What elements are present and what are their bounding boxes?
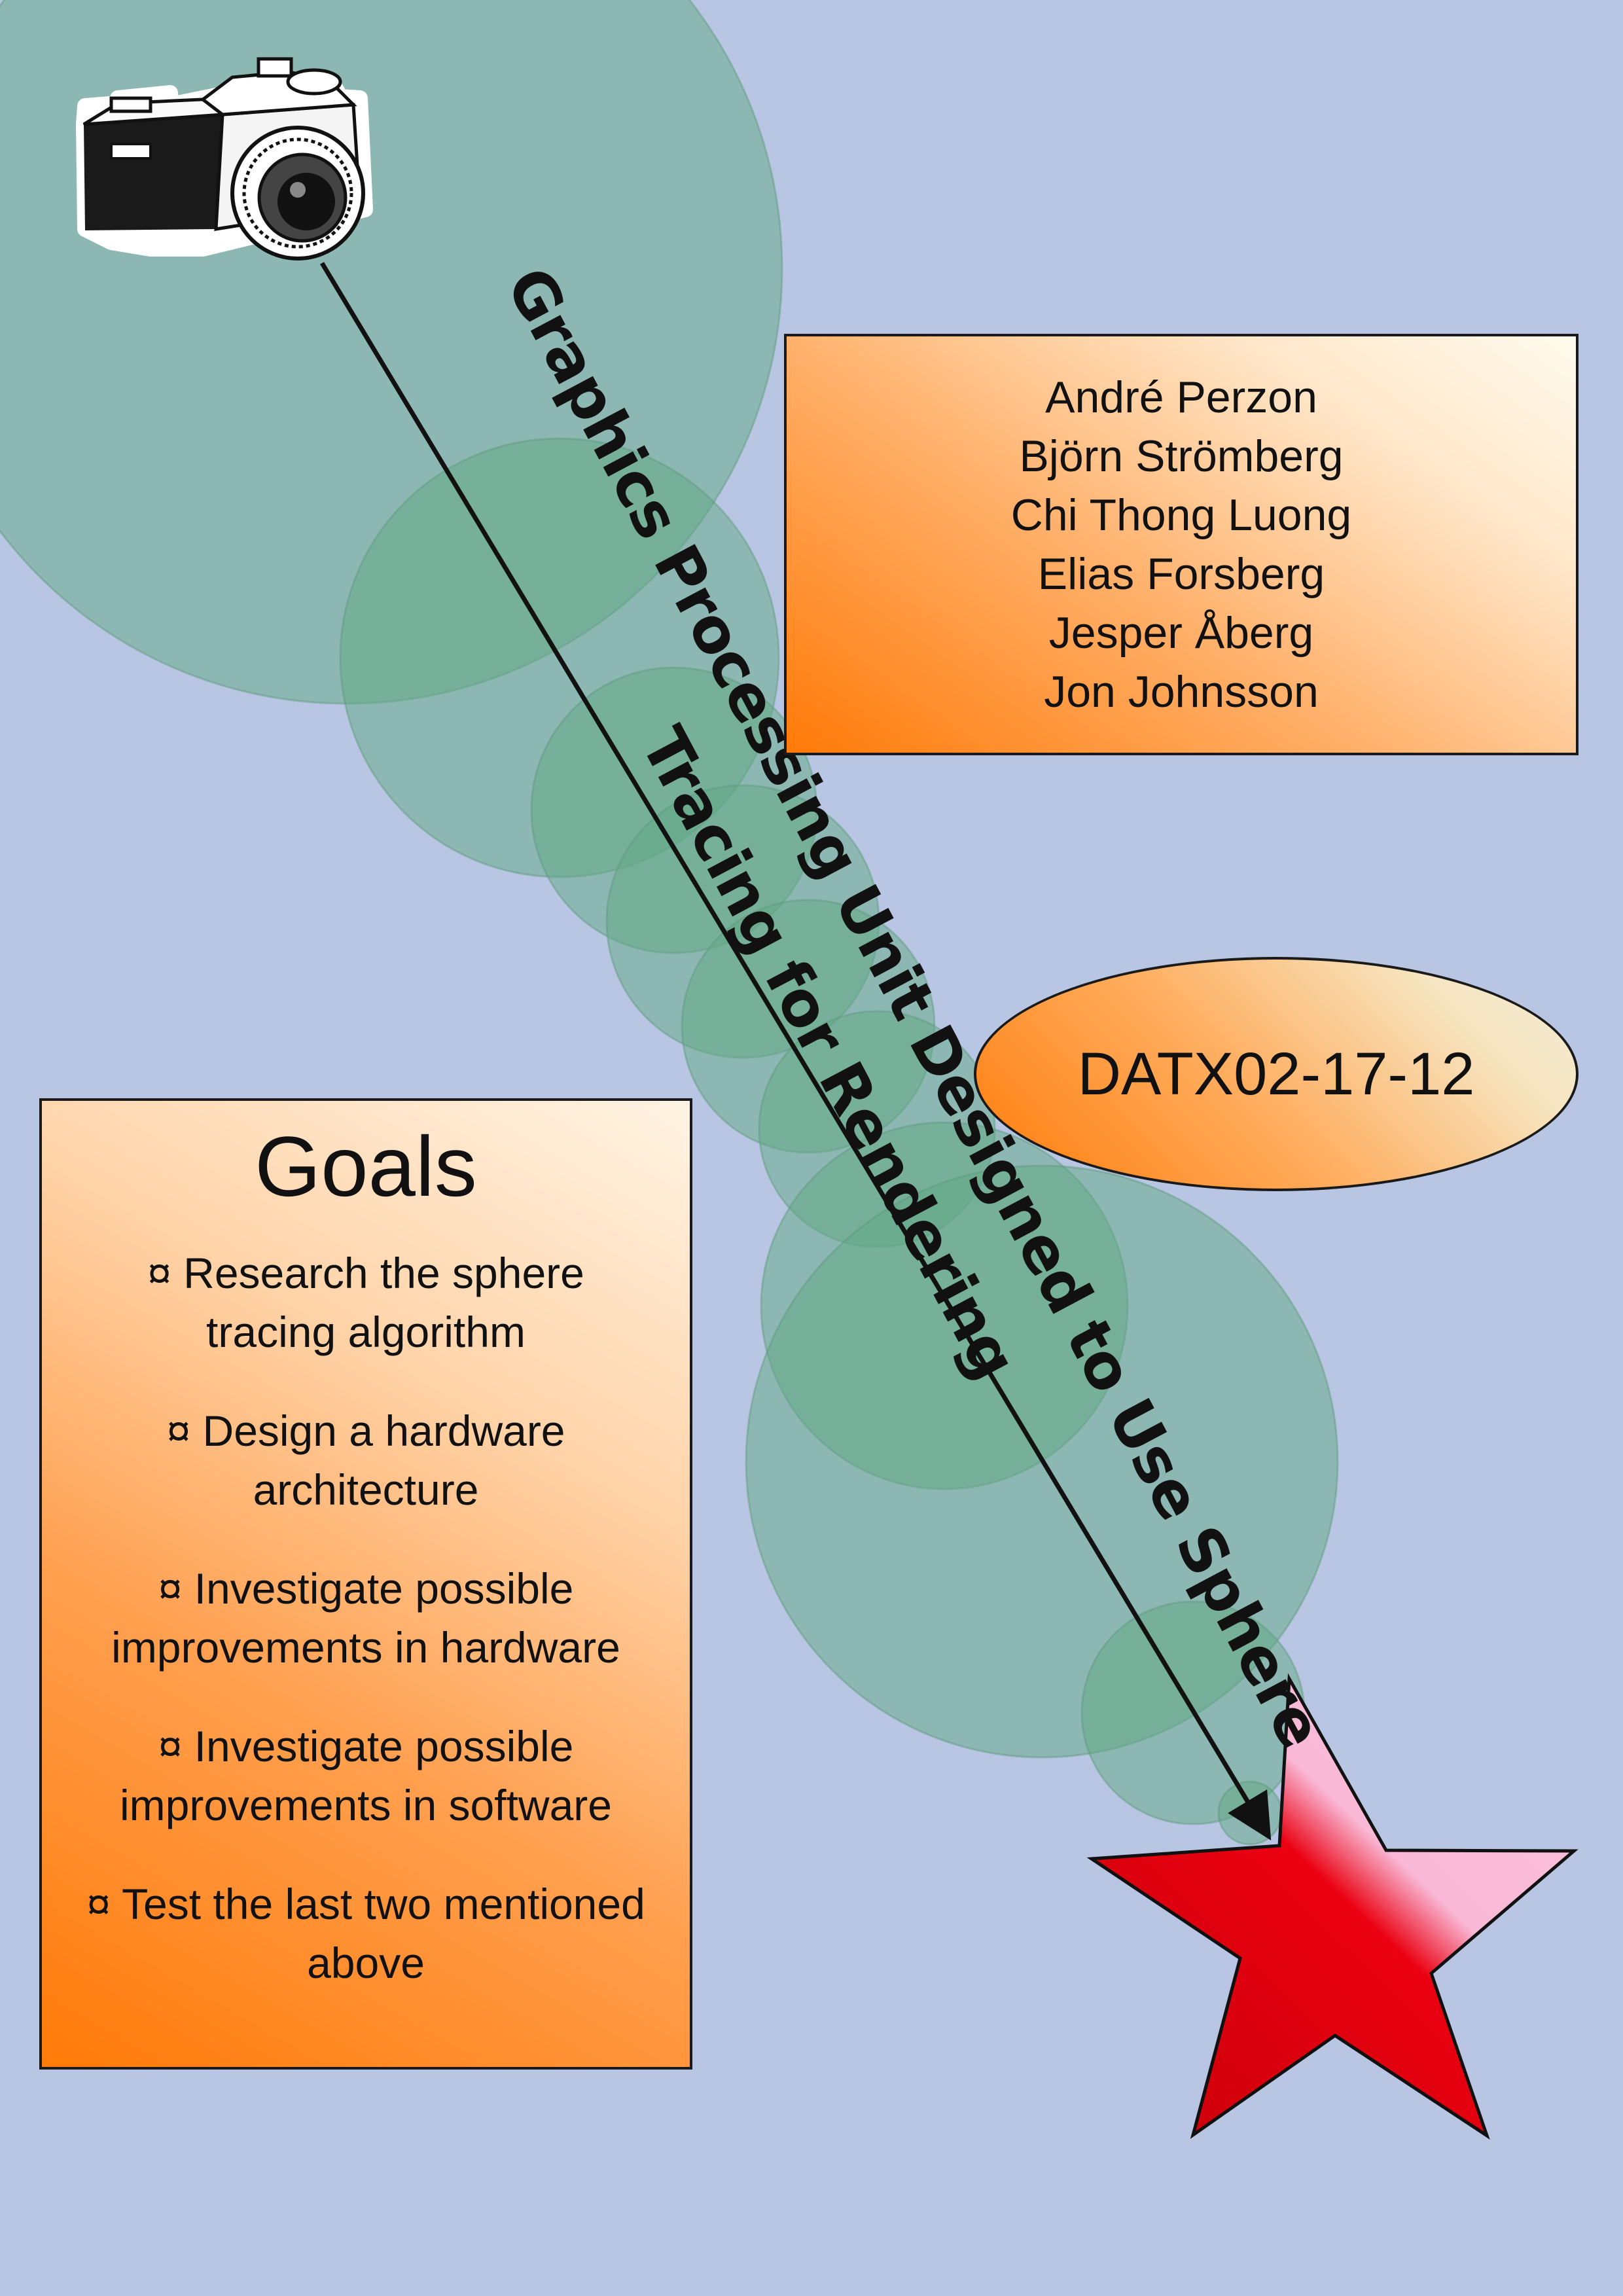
author-name: Chi Thong Luong (1010, 490, 1352, 540)
goal-item: ¤ Investigate possible improvements in h… (111, 1564, 620, 1672)
course-code: DATX02-17-12 (1077, 1040, 1475, 1107)
goals-box: Goals ¤ Research the sphere tracing algo… (39, 1098, 692, 2070)
author-name: Jesper Åberg (1048, 608, 1314, 658)
camera-icon (76, 57, 373, 260)
authors-box: André Perzon Björn Strömberg Chi Thong L… (784, 334, 1578, 755)
sphere-tracing-circles (0, 0, 1339, 1846)
author-name: Jon Johnsson (1044, 667, 1319, 717)
trace-ray-arrow (320, 262, 1272, 1840)
star-icon (1086, 1673, 1578, 2140)
goal-item: ¤ Research the sphere tracing algorithm (147, 1249, 584, 1356)
author-name: Björn Strömberg (1019, 431, 1344, 481)
goal-item: ¤ Investigate possible improvements in s… (120, 1722, 612, 1829)
goal-item: ¤ Design a hardware architecture (166, 1407, 565, 1514)
goal-item: ¤ Test the last two mentioned above (86, 1880, 645, 1987)
goals-heading: Goals (255, 1119, 477, 1214)
course-code-ellipse: DATX02-17-12 (974, 957, 1578, 1191)
author-name: Elias Forsberg (1037, 549, 1325, 599)
author-name: André Perzon (1045, 372, 1317, 422)
